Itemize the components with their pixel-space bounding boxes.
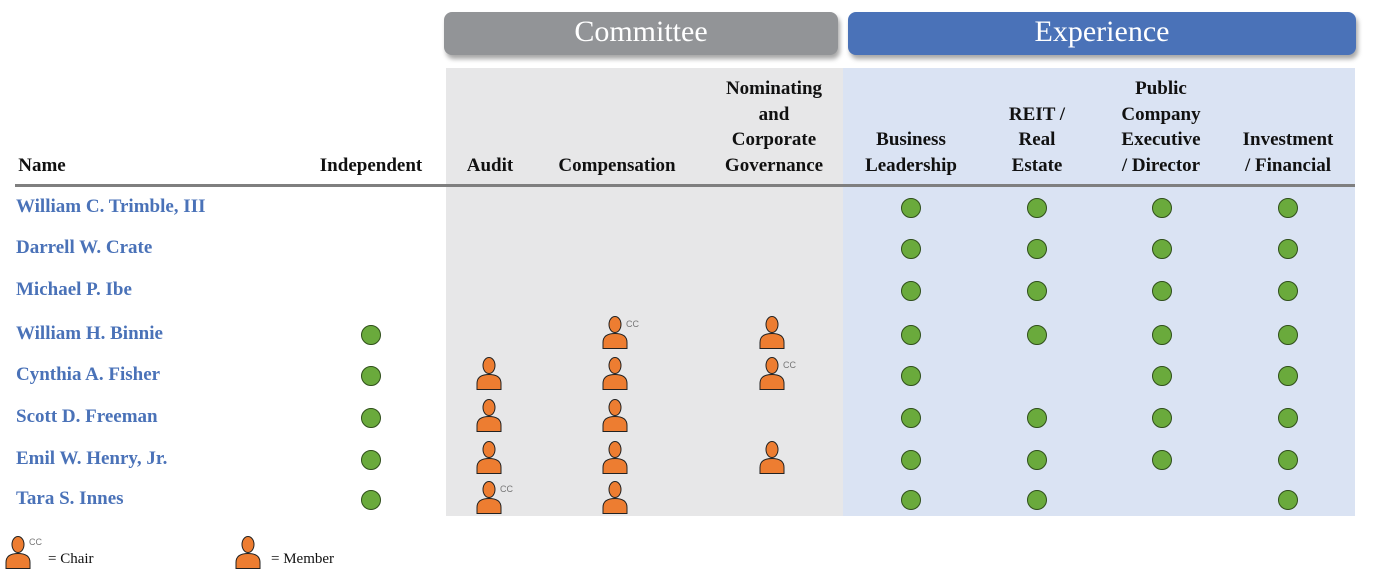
public-check-dot — [1152, 450, 1172, 470]
business-check-dot — [901, 490, 921, 510]
audit-member-person-icon — [476, 357, 502, 396]
business-check-dot — [901, 325, 921, 345]
public-check-dot — [1152, 198, 1172, 218]
director-name: William H. Binnie — [16, 323, 163, 344]
public-check-dot — [1152, 325, 1172, 345]
experience-background — [843, 68, 1355, 516]
director-name: Cynthia A. Fisher — [16, 364, 161, 385]
chair-mark: CC — [783, 360, 796, 370]
independent-check-dot — [361, 366, 381, 386]
compensation-member-person-icon — [602, 441, 628, 480]
investment-check-dot — [1278, 281, 1298, 301]
investment-check-dot — [1278, 325, 1298, 345]
header-compensation: Compensation — [558, 154, 676, 176]
reit-check-dot — [1027, 239, 1047, 259]
independent-check-dot — [361, 408, 381, 428]
header-divider — [15, 184, 1355, 187]
nominating-member-person-icon — [759, 441, 785, 480]
investment-check-dot — [1278, 366, 1298, 386]
reit-check-dot — [1027, 281, 1047, 301]
committee-background — [446, 68, 843, 516]
compensation-member-person-icon — [602, 481, 628, 520]
header-reit: REIT / Real Estate — [1008, 103, 1066, 176]
investment-check-dot — [1278, 198, 1298, 218]
public-check-dot — [1152, 366, 1172, 386]
committee-banner: Committee — [444, 12, 838, 55]
header-nominating: Nominating and Corporate Governance — [724, 78, 824, 176]
audit-member-person-icon — [476, 399, 502, 438]
business-check-dot — [901, 281, 921, 301]
reit-check-dot — [1027, 408, 1047, 428]
director-name: Tara S. Innes — [16, 488, 124, 509]
director-name: Scott D. Freeman — [16, 406, 158, 427]
nominating-member-person-icon — [759, 316, 785, 355]
business-check-dot — [901, 408, 921, 428]
reit-check-dot — [1027, 198, 1047, 218]
header-business-leadership: Business Leadership — [865, 129, 957, 176]
business-check-dot — [901, 450, 921, 470]
director-name: Michael P. Ibe — [16, 279, 132, 300]
chair-mark: CC — [500, 484, 513, 494]
compensation-member-person-icon — [602, 357, 628, 396]
business-check-dot — [901, 366, 921, 386]
public-check-dot — [1152, 281, 1172, 301]
header-independent: Independent — [319, 154, 423, 176]
header-investment: Investment / Financial — [1242, 129, 1334, 176]
independent-check-dot — [361, 325, 381, 345]
compensation-member-person-icon — [602, 399, 628, 438]
legend-chair-mark: CC — [29, 537, 42, 547]
director-name: Darrell W. Crate — [16, 237, 153, 258]
business-check-dot — [901, 239, 921, 259]
audit-member-person-icon — [476, 441, 502, 480]
nominating-chair-person-icon — [759, 357, 785, 396]
reit-check-dot — [1027, 490, 1047, 510]
audit-chair-person-icon — [476, 481, 502, 520]
investment-check-dot — [1278, 450, 1298, 470]
legend-member-label: = Member — [271, 551, 335, 567]
investment-check-dot — [1278, 490, 1298, 510]
independent-check-dot — [361, 490, 381, 510]
legend-chair-label: = Chair — [48, 551, 94, 567]
experience-banner: Experience — [848, 12, 1356, 55]
investment-check-dot — [1278, 408, 1298, 428]
header-audit: Audit — [466, 154, 514, 176]
business-check-dot — [901, 198, 921, 218]
director-name: William C. Trimble, III — [16, 196, 206, 217]
compensation-chair-person-icon — [602, 316, 628, 355]
reit-check-dot — [1027, 325, 1047, 345]
public-check-dot — [1152, 239, 1172, 259]
chair-mark: CC — [626, 319, 639, 329]
public-check-dot — [1152, 408, 1172, 428]
director-name: Emil W. Henry, Jr. — [16, 448, 168, 469]
independent-check-dot — [361, 450, 381, 470]
reit-check-dot — [1027, 450, 1047, 470]
legend-chair-icon — [5, 536, 31, 575]
header-public-company: Public Company Executive / Director — [1121, 78, 1201, 176]
header-name: Name — [18, 154, 66, 176]
investment-check-dot — [1278, 239, 1298, 259]
legend-member-icon — [235, 536, 261, 575]
